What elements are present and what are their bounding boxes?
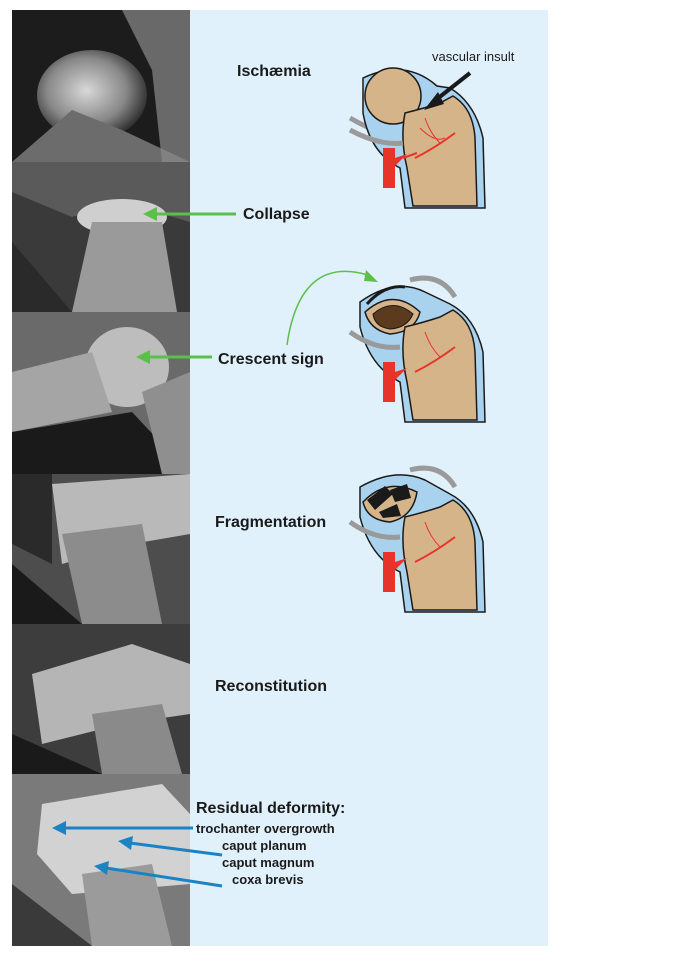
radiograph-crescent-sign (12, 312, 190, 474)
radiograph-column (12, 10, 190, 946)
residual-item-caput-planum: caput planum (222, 838, 307, 853)
radiograph-reconstitution (12, 624, 190, 774)
residual-deformity-title: Residual deformity: (196, 800, 346, 817)
radiograph-fragmentation (12, 474, 190, 624)
femur-diagram-ischaemia (348, 67, 486, 209)
residual-item-trochanter-overgrowth: trochanter overgrowth (196, 821, 335, 836)
stage-label-ischaemia: Ischæmia (237, 63, 311, 80)
stage-label-collapse: Collapse (243, 206, 310, 223)
stage-label-reconstitution: Reconstitution (215, 678, 327, 695)
residual-deformity-list: Residual deformity: trochanter overgrowt… (196, 800, 345, 888)
diagram-panel-background (190, 10, 548, 946)
stage-label-fragmentation: Fragmentation (215, 514, 327, 531)
vascular-insult-callout: vascular insult (432, 49, 515, 64)
radiograph-ischaemia (12, 10, 190, 162)
stage-label-crescent-sign: Crescent sign (218, 351, 324, 368)
radiograph-residual-deformity (12, 774, 190, 946)
radiograph-collapse (12, 162, 190, 312)
residual-item-caput-magnum: caput magnum (222, 855, 315, 870)
femur-diagram-crescent-sign (348, 275, 486, 423)
residual-item-coxa-brevis: coxa brevis (232, 872, 304, 887)
femur-diagram-fragmentation (348, 465, 486, 613)
